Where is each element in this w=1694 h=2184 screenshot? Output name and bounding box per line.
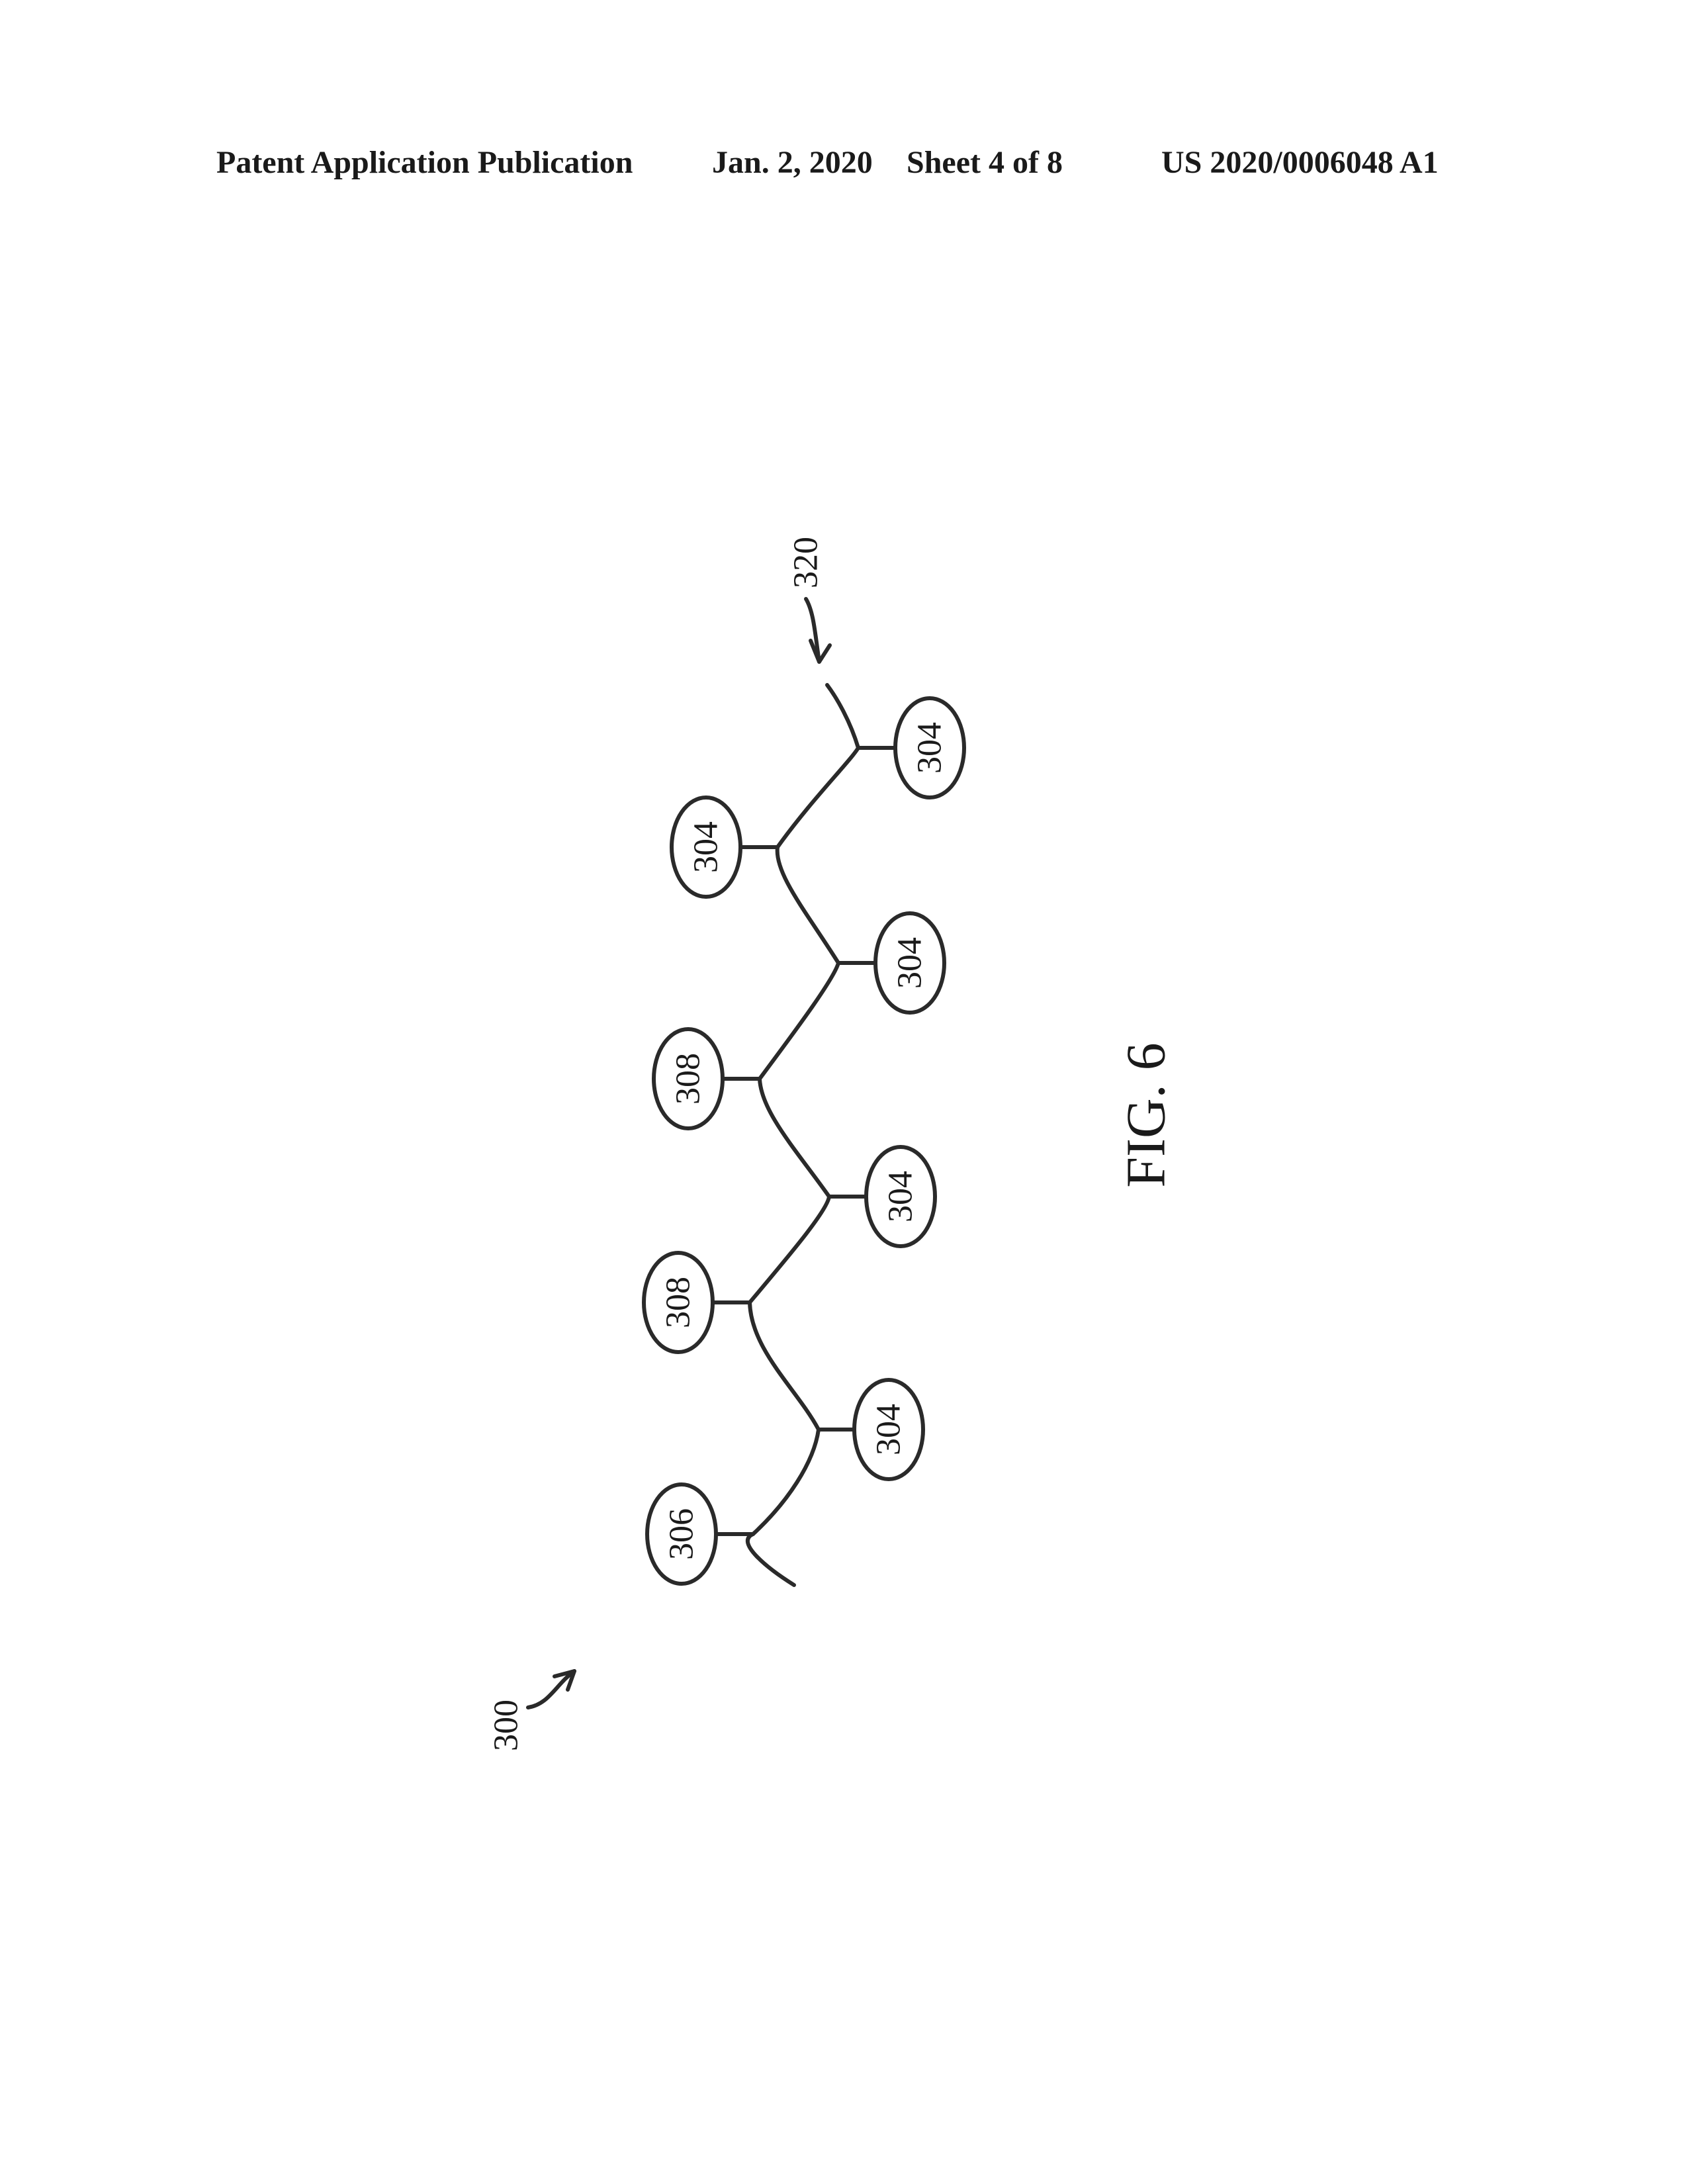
node-label-6: 304 [891, 937, 929, 989]
page-header: Patent Application Publication Jan. 2, 2… [0, 144, 1694, 191]
figure-caption: FIG. 6 [1116, 1042, 1177, 1187]
patent-number: US 2020/0006048 A1 [1161, 145, 1439, 180]
node-oval-4 [864, 1145, 937, 1248]
assembly-ref-arrowhead [553, 1669, 576, 1692]
node-label-3: 308 [660, 1277, 697, 1328]
chain-ref-arrowhead [809, 639, 832, 664]
node-label-2: 304 [870, 1404, 908, 1455]
node-label-8: 304 [911, 722, 949, 774]
assembly-ref-leader [526, 1669, 576, 1709]
sheet-number: Sheet 4 of 8 [907, 145, 1063, 180]
node-label-5: 308 [670, 1053, 707, 1105]
node-label-4: 304 [882, 1171, 920, 1222]
node-label-1: 306 [663, 1508, 701, 1560]
chain-ref-label: 320 [787, 537, 825, 588]
node-oval-7 [670, 796, 742, 899]
node-oval-3 [642, 1251, 715, 1354]
assembly-ref-label: 300 [488, 1700, 525, 1751]
node-oval-5 [652, 1027, 725, 1130]
node-oval-8 [893, 696, 966, 799]
node-label-7: 304 [688, 821, 725, 873]
node-oval-1 [645, 1482, 718, 1586]
chain-backbone [746, 683, 861, 1587]
node-oval-2 [852, 1378, 925, 1481]
publication-date: Jan. 2, 2020 [712, 145, 873, 180]
publication-title: Patent Application Publication [216, 145, 633, 180]
node-oval-6 [873, 911, 946, 1015]
